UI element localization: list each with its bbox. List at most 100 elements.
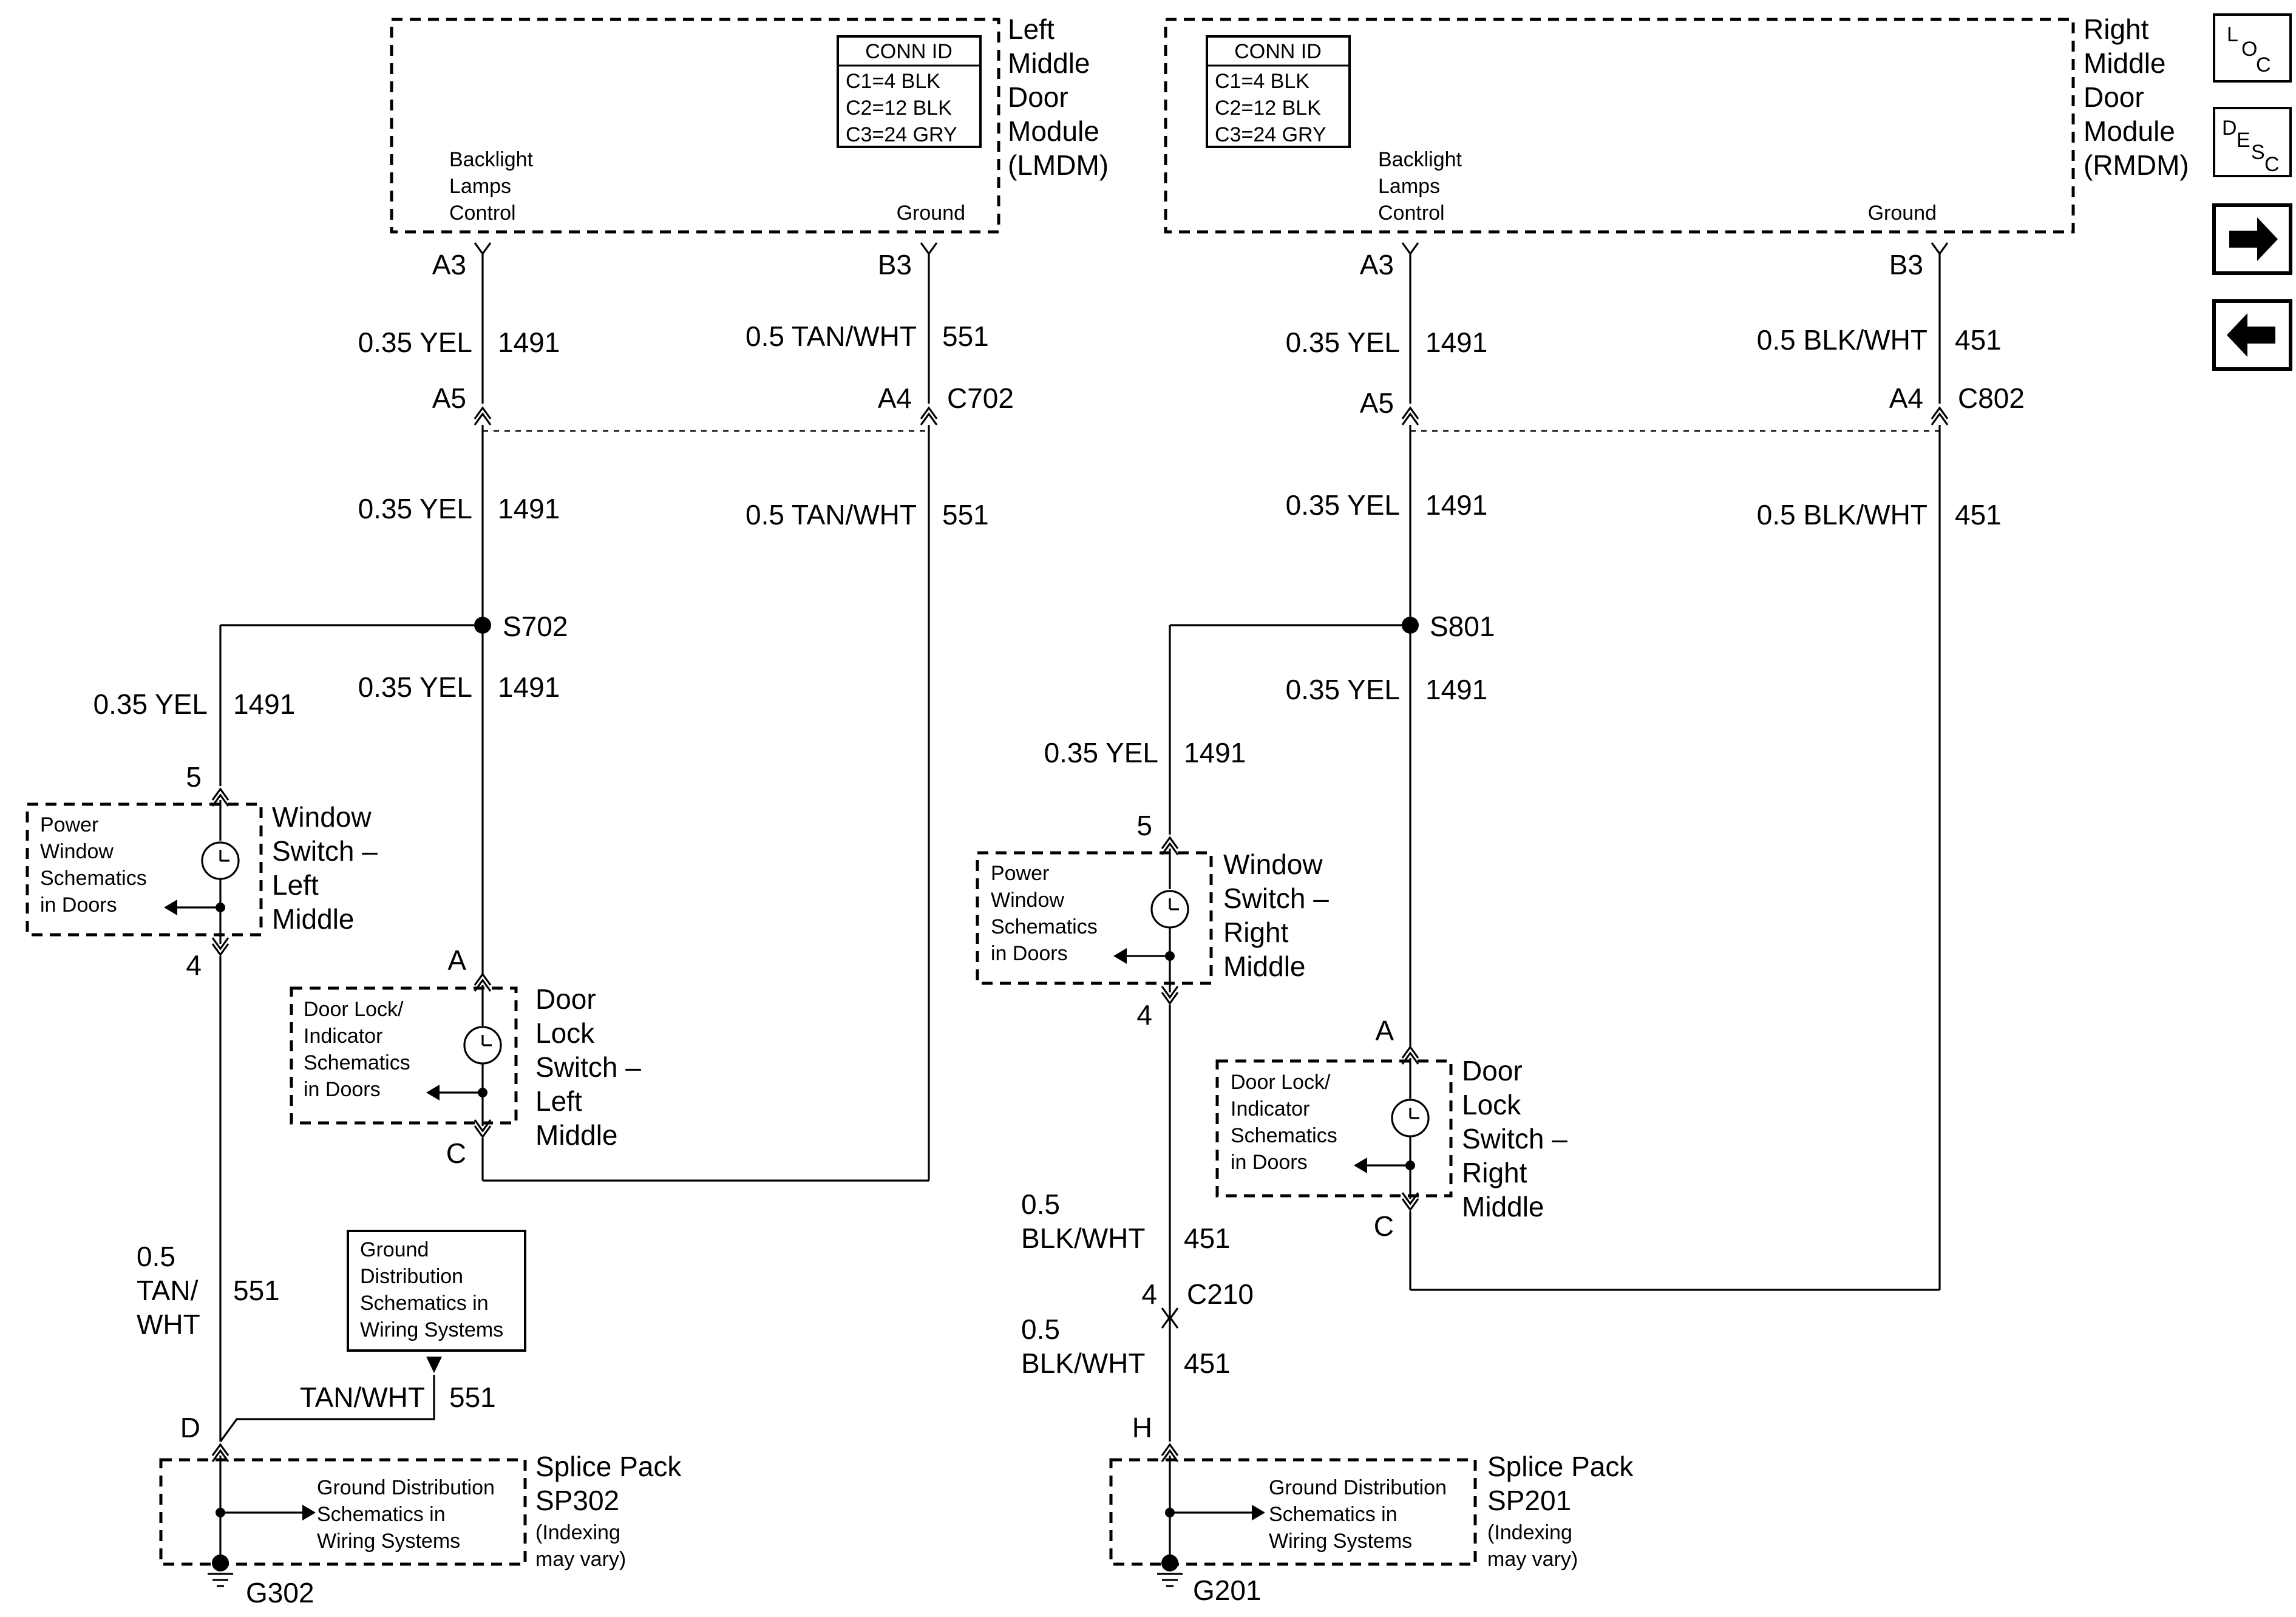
circuit-number: 451 [1184,1348,1231,1379]
arrow-right-icon [1252,1505,1265,1520]
ground-ref-text: Wiring Systems [360,1318,503,1341]
wire-color-label: 0.5 [1021,1188,1060,1220]
pin-label: D [180,1412,200,1443]
right-door-lock-label: Right [1462,1157,1527,1188]
left-labels: A3 B3 0.35 YEL 1491 0.5 TAN/WHT 551 A5 A… [93,249,1014,1443]
desc-letter: E [2237,129,2250,152]
door-lock-ref-text: Indicator [1231,1097,1309,1120]
right-conn-id-row: C3=24 GRY [1215,123,1326,146]
ground-symbol-icon [208,1573,233,1587]
pin-label: 5 [186,761,202,793]
pin-label: 5 [1136,810,1152,841]
prev-page-button[interactable] [2212,299,2292,371]
right-conn-id-row: C2=12 BLK [1215,97,1321,120]
door-lock-ref-text: in Doors [304,1078,381,1101]
wire-color-label: 0.35 YEL [93,688,208,720]
left-splice-pack-label: Splice Pack [535,1451,682,1482]
right-ground-id: G201 [1193,1575,1262,1606]
left-backlight-label: Backlight [449,148,534,171]
desc-button[interactable]: D E S C [2213,107,2292,177]
power-window-ref-text: Window [40,840,114,863]
pin-label: A4 [878,382,912,414]
arrow-left-icon [1113,948,1127,964]
splice-id: S702 [503,611,568,642]
power-window-ref-text: in Doors [40,893,117,917]
desc-letter: C [2264,153,2280,176]
left-module-name: Door [1008,81,1068,113]
left-module-name: Middle [1008,47,1090,79]
right-door-lock-label: Switch – [1462,1123,1567,1154]
right-splice-pack: Ground Distribution Schematics in Wiring… [1109,1443,1634,1606]
left-door-lock-label: Switch – [535,1051,641,1083]
ground-distribution-ref-box[interactable]: Ground Distribution Schematics in Wiring… [347,1230,526,1352]
wire-color-label: BLK/WHT [1021,1348,1145,1379]
left-door-lock-switch: Door Lock/ Indicator Schematics in Doors… [290,972,641,1151]
left-backlight-label: Lamps [449,175,511,198]
left-splice-pack-label: (Indexing [535,1521,620,1544]
power-window-ref-text: Schematics [991,915,1098,938]
ground-symbol-icon [1157,1573,1183,1587]
right-backlight-label: Backlight [1378,148,1462,171]
circuit-number: 551 [233,1275,280,1306]
left-window-switch: Power Window Schematics in Doors Window … [25,787,378,957]
right-module-name: Door [2084,81,2144,113]
wire-color-label: BLK/WHT [1021,1222,1145,1254]
pin-label: B3 [878,249,912,280]
ground-ref-text: Wiring Systems [317,1530,460,1553]
right-window-switch-label: Right [1223,917,1289,948]
left-splice-pack: Ground Distribution Schematics in Wiring… [159,1443,682,1609]
wire-color-label: 0.5 [1021,1314,1060,1345]
circuit-number: 1491 [498,671,560,703]
ground-ref-text: Wiring Systems [1269,1530,1412,1553]
circuit-number: 1491 [498,327,560,358]
door-lock-ref-text: Indicator [304,1025,382,1048]
pin-label: A4 [1889,382,1923,414]
ground-ref-text: Distribution [360,1265,463,1288]
wire-color-label: 0.5 BLK/WHT [1757,499,1927,531]
left-door-lock-label: Left [535,1085,582,1117]
wire-color-label: 0.35 YEL [358,671,472,703]
right-window-switch-label: Switch – [1223,883,1329,914]
right-module-name: Right [2084,13,2149,45]
left-door-lock-label: Lock [535,1017,595,1049]
loc-letter: O [2241,38,2257,61]
pin-label: B3 [1889,249,1923,280]
right-circuit-wiring [1161,242,1949,1442]
right-conn-id-title: CONN ID [1234,40,1322,63]
arrow-right-icon [2229,217,2278,261]
arrow-right-icon [302,1505,316,1520]
arrow-left-icon [2227,313,2275,357]
pin-label: A5 [1360,387,1394,419]
pin-label: 4 [186,949,202,981]
ground-ref-text: Schematics in [360,1292,489,1315]
left-circuit-wiring [219,242,938,1442]
loc-letter: C [2256,53,2271,76]
circuit-number: 451 [1955,499,2002,531]
right-module-name: (RMDM) [2084,149,2189,181]
arrow-left-icon [426,1085,440,1100]
circuit-number: 1491 [1425,489,1487,521]
loc-letter: L [2227,23,2238,46]
wire-color-label: 0.35 YEL [1286,489,1400,521]
right-ground-label: Ground [1868,202,1937,225]
left-ground-id: G302 [246,1577,314,1609]
wire-color-label: 0.5 [137,1241,175,1272]
ground-ref-text: Ground Distribution [317,1476,495,1499]
right-module-name: Middle [2084,47,2166,79]
loc-button[interactable]: L O C [2213,13,2292,83]
circuit-number: 1491 [1184,737,1246,768]
connector-id: C702 [947,382,1014,414]
left-conn-id-row: C3=24 GRY [846,123,957,146]
left-window-switch-label: Left [272,869,319,901]
wire-color-label: TAN/ [137,1275,199,1306]
door-lock-ref-text: Door Lock/ [304,998,404,1021]
right-door-lock-label: Lock [1462,1089,1521,1120]
wire-color-label: 0.5 BLK/WHT [1757,324,1927,356]
ground-ref-text: Schematics in [317,1503,446,1526]
right-backlight-label: Lamps [1378,175,1440,198]
right-window-switch-label: Window [1223,849,1323,880]
pin-label: H [1132,1412,1152,1443]
right-splice-pack-label: SP201 [1487,1485,1571,1516]
next-page-button[interactable] [2212,203,2292,275]
